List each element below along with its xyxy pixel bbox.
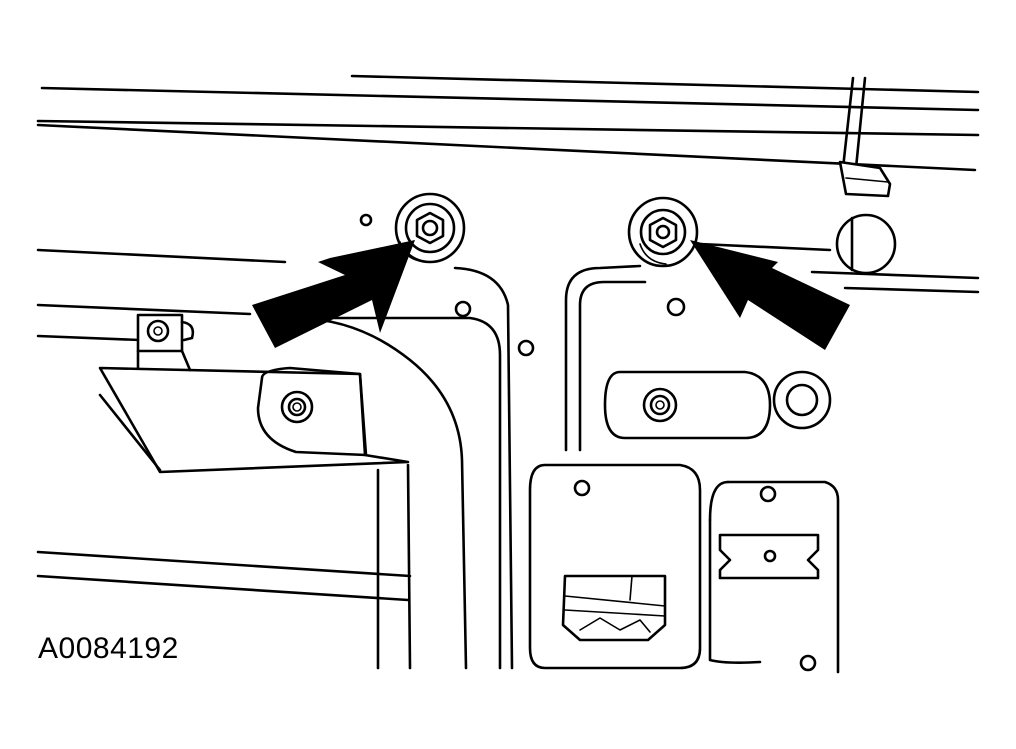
callout-arrow-right — [690, 240, 850, 350]
rod-and-clip — [838, 76, 892, 198]
left-nut — [394, 192, 466, 264]
lower-cutout-right — [708, 480, 840, 674]
callout-arrow-left — [252, 240, 415, 348]
regulator-panel-left — [298, 213, 535, 670]
upper-trim-lines — [36, 74, 980, 342]
mounting-bracket — [98, 366, 410, 474]
figure-reference-code: A0084192 — [38, 632, 179, 665]
lower-trim-lines — [36, 550, 412, 602]
round-hole-right — [835, 213, 897, 275]
door-panel-right — [564, 264, 832, 452]
small-fastener-clip — [136, 313, 195, 372]
lower-cutout-left — [528, 463, 702, 670]
right-nut — [627, 196, 699, 268]
